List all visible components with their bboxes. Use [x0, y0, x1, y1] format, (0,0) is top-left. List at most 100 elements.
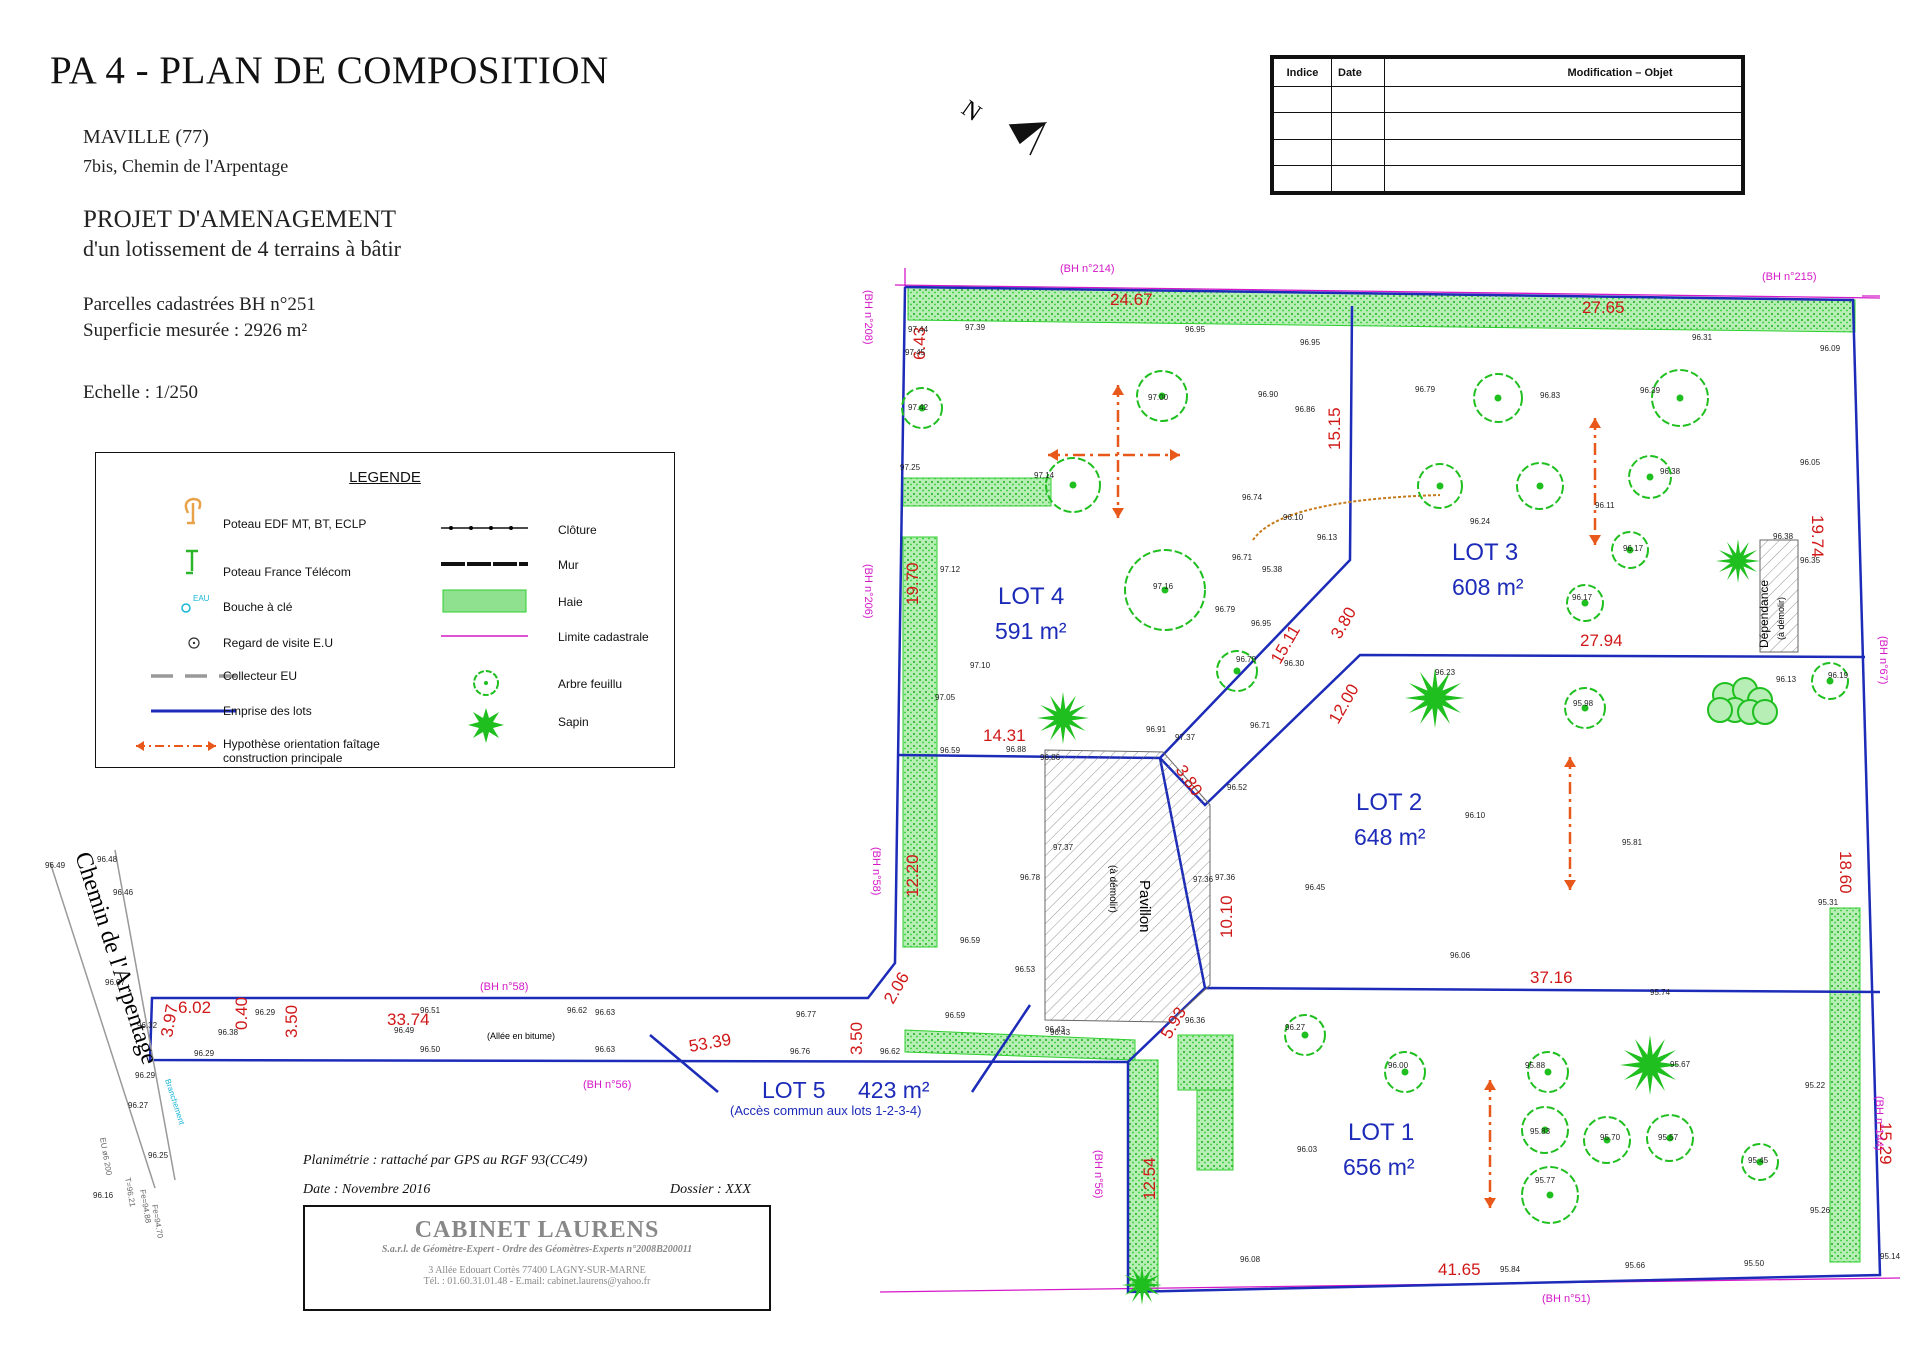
neighbour-label: (BH n°144) [1873, 1096, 1885, 1151]
dependance-note: (à démolir) [1776, 597, 1786, 640]
neighbour-label: (BH n°56) [583, 1079, 631, 1091]
tree-center [1603, 1136, 1611, 1144]
dossier-note: Dossier : XXX [670, 1182, 751, 1197]
level-label: 95.98 [1573, 699, 1594, 708]
deciduous-tree-icon [1045, 457, 1101, 513]
rev-header-indice: Indice [1273, 58, 1332, 87]
level-label: 96.17 [1623, 544, 1644, 553]
level-label: 95.22 [1805, 1081, 1826, 1090]
driveway-label: (Allée en bitume) [487, 1031, 555, 1041]
legend-telecom-pole: Poteau France Télécom [223, 565, 351, 579]
level-label: 96.17 [1572, 593, 1593, 602]
level-label: 95.84 [1500, 1265, 1521, 1274]
dimension-label: 12.20 [903, 854, 922, 897]
level-label: 96.83 [1540, 391, 1561, 400]
dimension-label: 3.50 [847, 1022, 866, 1055]
deciduous-tree-icon [901, 387, 943, 429]
tree-center [1826, 677, 1834, 685]
level-label: 96.51 [420, 1006, 441, 1015]
level-label: 96.52 [1227, 783, 1248, 792]
legend-fir-tree: Sapin [558, 715, 589, 729]
deciduous-tree-icon [1583, 1116, 1631, 1164]
level-label: 97.36 [1215, 873, 1236, 882]
dimension-label: 14.31 [983, 726, 1026, 745]
level-label: 97.25 [900, 463, 921, 472]
level-label: 96.10 [1465, 811, 1486, 820]
level-label: 96.79 [1215, 605, 1236, 614]
level-label: 96.24 [1470, 517, 1491, 526]
dimension-label: 41.65 [1438, 1260, 1481, 1279]
level-label: 96.79 [1415, 385, 1436, 394]
cabinet-subtitle: S.a.r.l. de Géomètre-Expert - Ordre des … [381, 1244, 693, 1255]
lot5-note: (Accès commun aux lots 1-2-3-4) [730, 1103, 921, 1118]
cabinet-cartouche: CABINET LAURENS S.a.r.l. de Géomètre-Exp… [303, 1205, 771, 1311]
level-label: 97.12 [940, 565, 961, 574]
deciduous-tree-icon [1611, 531, 1649, 569]
cabinet-name: CABINET LAURENS [414, 1217, 660, 1243]
street-label: EU ø6 200 [98, 1137, 114, 1177]
level-label: 95.66 [1625, 1261, 1646, 1270]
level-label: 96.09 [1820, 344, 1841, 353]
dimension-label: 19.74 [1808, 515, 1827, 558]
level-label: 96.38 [1660, 467, 1681, 476]
level-label: 96.59 [960, 936, 981, 945]
level-label: 97.45 [905, 348, 926, 357]
parcel-area: Superficie mesurée : 2926 m² [83, 320, 308, 341]
level-label: 97.05 [935, 693, 956, 702]
level-label: 96.00 [1388, 1061, 1409, 1070]
level-label: 95.77 [1535, 1176, 1556, 1185]
level-label: 96.38 [1773, 532, 1794, 541]
dimension-label: 0.40 [232, 997, 251, 1030]
level-label: 97.36 [1193, 875, 1214, 884]
neighbour-label: (BH n°56) [1092, 1150, 1104, 1198]
street: Chemin de l'Arpentage [49, 849, 176, 1189]
neighbour-label: (BH n°58) [870, 847, 882, 895]
deciduous-tree-icon [1516, 462, 1564, 510]
tree-center [1158, 392, 1166, 400]
level-label: 96.86 [1040, 753, 1061, 762]
fence-symbol [441, 526, 528, 530]
tree-center [1233, 667, 1241, 675]
level-label: 95.26 [1810, 1206, 1831, 1215]
roof-orientation-arrow [1048, 449, 1180, 461]
project-subtitle: d'un lotissement de 4 terrains à bâtir [83, 236, 401, 261]
dimension-label: 53.39 [687, 1030, 732, 1056]
dimension-label: 19.70 [903, 562, 922, 605]
lot3-area: 608 m² [1452, 574, 1524, 600]
edf-pole-icon [184, 497, 202, 525]
level-label: 97.16 [1153, 582, 1174, 591]
legend-hedge: Haie [558, 595, 583, 609]
level-label: 96.43 [1050, 1028, 1071, 1037]
level-label: 96.71 [1232, 553, 1253, 562]
level-label: 96.25 [148, 1151, 169, 1160]
dimension-label: 18.60 [1836, 851, 1855, 894]
deciduous-tree-icon [1527, 1051, 1569, 1093]
dimension-label: 12.54 [1140, 1157, 1159, 1200]
lot1-name: LOT 1 [1348, 1119, 1414, 1146]
level-label: 96.19 [1828, 671, 1849, 680]
level-label: 96.30 [1284, 659, 1305, 668]
dimension-label: 33.74 [387, 1010, 430, 1029]
level-label: 96.38 [218, 1028, 239, 1037]
dependance-building [1759, 539, 1799, 653]
lot5-name: LOT 5 [762, 1077, 826, 1103]
level-label: 96.37 [105, 978, 126, 987]
neighbour-label: (BH n°206) [862, 564, 874, 619]
neighbour-label: (BH n°51) [1542, 1293, 1590, 1305]
deciduous-tree-icon [1564, 687, 1606, 729]
level-label: 96.03 [1297, 1145, 1318, 1154]
water-valve-icon: EAU [181, 594, 210, 613]
level-label: 95.50 [1744, 1259, 1765, 1268]
dimension-label: 3.80 [1327, 604, 1360, 642]
level-label: 97.42 [908, 403, 929, 412]
parcel-cadastre: Parcelles cadastrées BH n°251 [83, 294, 316, 315]
dimension-label: 15.29 [1876, 1122, 1895, 1165]
tree-center [1646, 473, 1654, 481]
hedges [902, 286, 1861, 1293]
level-label: 96.53 [1015, 965, 1036, 974]
level-label: 96.05 [1800, 458, 1821, 467]
level-label: 95.88 [1525, 1061, 1546, 1070]
tree-center [1301, 1031, 1309, 1039]
neighbour-label: (BH n°214) [1060, 263, 1115, 275]
